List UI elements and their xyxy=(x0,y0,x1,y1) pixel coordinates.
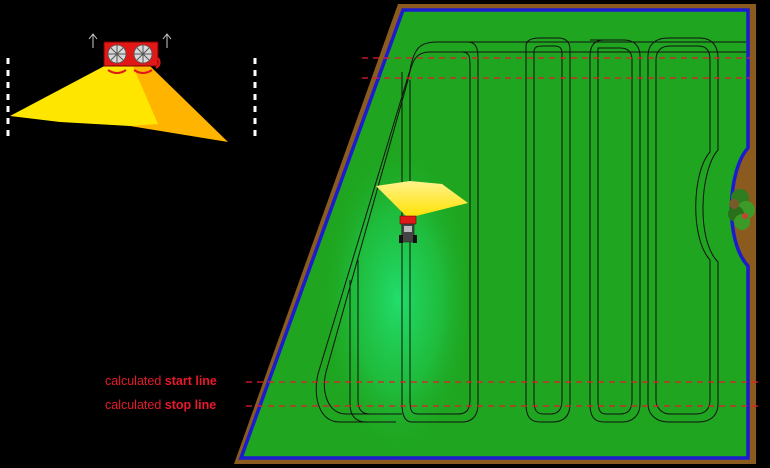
start-line-label-prefix: calculated xyxy=(105,374,162,388)
field xyxy=(234,4,762,464)
stop-line-label-prefix: calculated xyxy=(105,398,162,412)
tree-icon xyxy=(728,189,755,230)
spreader-inset xyxy=(6,33,257,142)
tractor-icon xyxy=(399,215,417,243)
spreader-top-view-icon xyxy=(103,41,161,74)
driving-paths xyxy=(315,37,746,423)
stop-line-label: calculated stop line xyxy=(105,398,216,412)
field-spread-fan xyxy=(376,181,468,218)
start-line-label: calculated start line xyxy=(105,374,217,388)
spread-fan-left xyxy=(10,62,158,126)
reference-lines xyxy=(246,57,762,407)
stop-line-label-bold: stop line xyxy=(164,398,217,412)
direction-arrow-icon xyxy=(88,33,172,48)
start-line-label-bold: start line xyxy=(164,374,217,388)
